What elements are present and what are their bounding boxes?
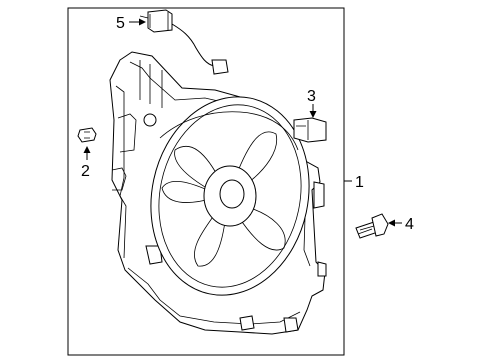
callout-4: 4 bbox=[405, 216, 414, 233]
connector-clip bbox=[293, 117, 327, 143]
fan-shroud bbox=[109, 51, 327, 335]
callout-5: 5 bbox=[116, 15, 125, 32]
assembly-boundary bbox=[67, 7, 345, 356]
bolt bbox=[355, 213, 389, 239]
leader-arrow-3 bbox=[309, 111, 317, 118]
callout-1: 1 bbox=[355, 174, 364, 191]
push-pin bbox=[77, 127, 97, 143]
callout-3: 3 bbox=[307, 88, 316, 105]
callout-2: 2 bbox=[81, 163, 90, 180]
leader-arrow-4 bbox=[388, 219, 395, 227]
leader-arrow-5 bbox=[139, 18, 146, 26]
leader-arrow-2 bbox=[83, 146, 91, 153]
wiring-harness bbox=[139, 9, 229, 75]
